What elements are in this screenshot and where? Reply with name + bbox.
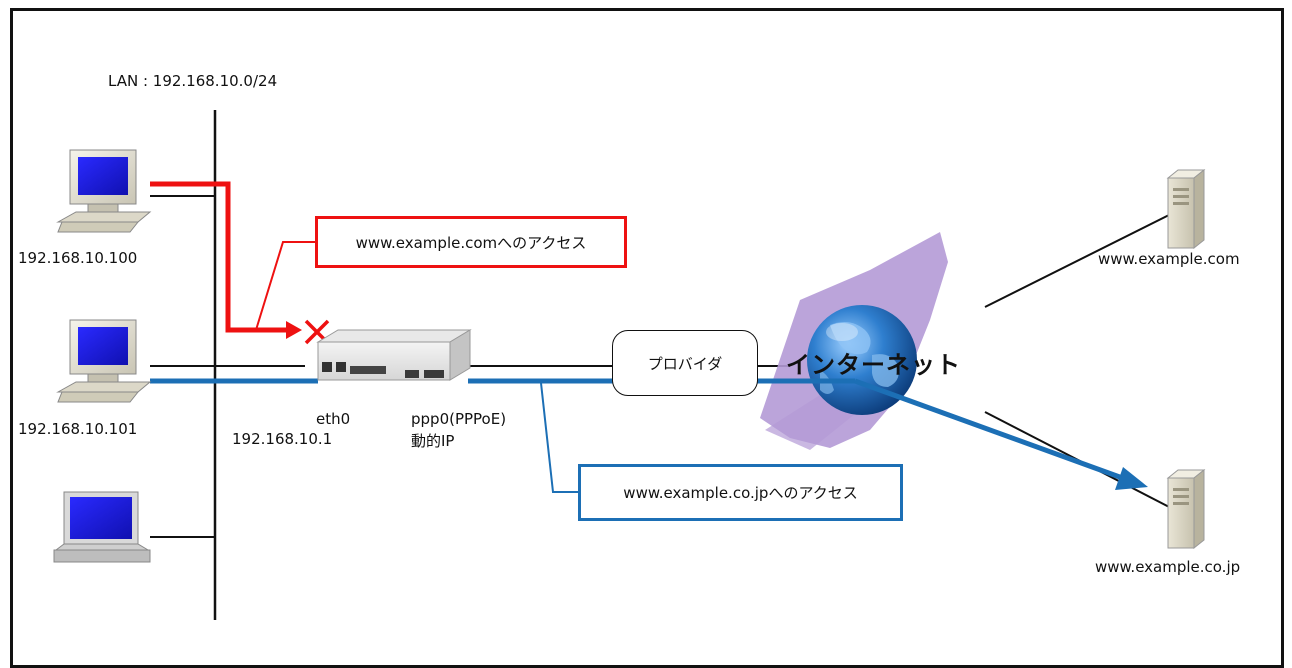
lan-label: LAN : 192.168.10.0/24 [108,72,278,90]
desktop-pc-icon [56,149,152,233]
blocked-callout: www.example.comへのアクセス [315,216,627,268]
provider-box: プロバイダ [612,330,758,396]
eth0-name-label: eth0 [316,410,351,428]
blocked-route [150,181,290,333]
server-icon [1166,168,1206,250]
eth0-ip-label: 192.168.10.1 [232,430,333,448]
network-diagram [53,110,1206,620]
ppp0-ip-label: 動的IP [411,432,455,450]
allowed-arrow-head [1115,467,1148,490]
internet-splash-streak [765,395,860,450]
internet-label: インターネット [786,351,961,379]
desktop-pc-icon [56,319,152,403]
host-ip-label: 192.168.10.101 [18,420,138,438]
laptop-icon [53,491,151,563]
server-com-link [984,211,1176,308]
globe-icon [807,305,917,415]
server-name-label: www.example.co.jp [1095,558,1241,576]
ppp0-name-label: ppp0(PPPoE) [411,410,507,428]
blocked-callout-leader [255,241,315,331]
allowed-callout: www.example.co.jpへのアクセス [578,464,903,521]
router-icon [316,329,472,381]
allowed-route-internet [854,378,1129,483]
host-ip-label: 192.168.10.100 [18,249,138,267]
server-name-label: www.example.com [1098,250,1240,268]
server-icon [1166,468,1206,550]
allowed-callout-leader [540,382,578,493]
blocked-arrow-head [286,321,302,339]
